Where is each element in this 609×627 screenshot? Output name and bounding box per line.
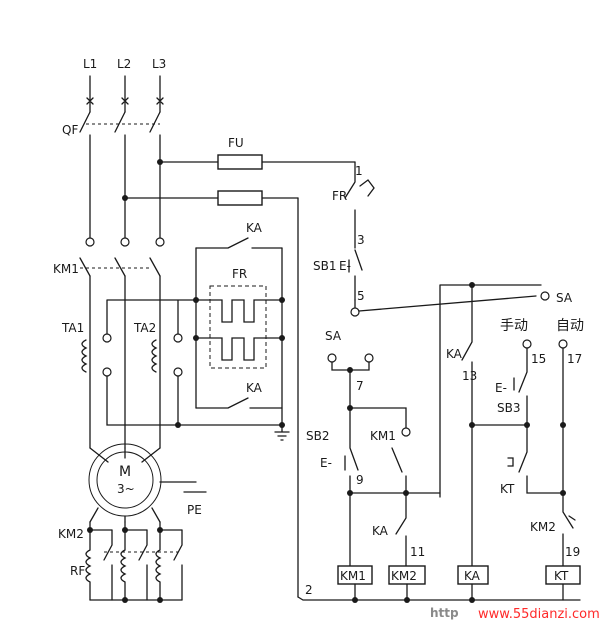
node-9: 9	[356, 473, 364, 487]
label-sb3: SB3	[497, 401, 520, 415]
label-l3: L3	[152, 57, 166, 71]
label-ka-ctrl: KA	[372, 524, 389, 538]
label-sb3-e: E-	[495, 381, 507, 395]
motor: M 3~ PE	[88, 443, 207, 523]
label-fr-ctrl: FR	[332, 189, 347, 203]
label-ta1: TA1	[61, 321, 84, 335]
label-qf: QF	[62, 123, 78, 137]
label-km1-contact: KM1	[370, 429, 396, 443]
node-7: 7	[356, 379, 364, 393]
coil-kt: KT	[554, 569, 569, 583]
coil-km2: KM2	[391, 569, 417, 583]
label-sb2-e: E-	[320, 456, 332, 470]
node-5: 5	[357, 289, 365, 303]
label-ka-top: KA	[246, 221, 263, 235]
node-17: 17	[567, 352, 582, 366]
label-fr-box: FR	[232, 267, 247, 281]
qf-breaker: QF	[62, 111, 163, 239]
node-2: 2	[305, 583, 313, 597]
label-ta2: TA2	[133, 321, 156, 335]
label-kt: KT	[500, 482, 515, 496]
coil-km1: KM1	[340, 569, 366, 583]
label-km2-ctrl: KM2	[530, 520, 556, 534]
node-1: 1	[355, 164, 363, 178]
coils-row: KM1 KM2 KA KT 2	[297, 565, 581, 603]
label-sb1-e: E-	[339, 259, 351, 273]
label-auto: 自动	[556, 318, 584, 334]
node-13: 13	[462, 369, 477, 383]
ka-to-km2: KA 11	[372, 492, 425, 567]
sb2-branch: SB2 KM1 E- 9	[306, 405, 441, 567]
km1-main-contacts: KM1	[53, 237, 165, 449]
label-fu: FU	[228, 136, 244, 150]
current-transformers: TA1 TA2	[61, 299, 283, 426]
ka-coil-branch: KA 13	[446, 284, 528, 567]
relay-bypass-section: KA FR KA	[175, 221, 290, 441]
label-sb1: SB1	[313, 259, 336, 273]
motor-3: 3~	[117, 482, 135, 496]
coil-ka: KA	[464, 569, 481, 583]
label-km1-main: KM1	[53, 262, 79, 276]
km2-rf-section: KM2 RF	[58, 521, 183, 603]
label-rf: RF	[70, 564, 85, 578]
watermark: http www.55dianzi.com	[430, 606, 600, 622]
label-sa-right: SA	[556, 291, 573, 305]
label-km2-main: KM2	[58, 527, 84, 541]
label-pe: PE	[187, 503, 202, 517]
power-inputs: L1 L2 L3	[83, 57, 166, 113]
label-ka-coil-contact: KA	[446, 347, 463, 361]
watermark-site: www.55dianzi.com	[478, 607, 600, 622]
label-l1: L1	[83, 57, 97, 71]
mode-selector: SA 7 手动 自动 15 17	[325, 318, 584, 409]
label-manual: 手动	[500, 318, 528, 334]
label-ka-bottom: KA	[246, 381, 263, 395]
label-sb2: SB2	[306, 429, 329, 443]
node-15: 15	[531, 352, 546, 366]
node-19: 19	[565, 545, 580, 559]
timer-branch: E- SB3 KT KM2 19	[495, 347, 580, 567]
node-11: 11	[410, 545, 425, 559]
control-top: 1 FR 3 SB1 E- 5 SA	[313, 161, 573, 498]
fu-fuses: FU	[124, 136, 356, 598]
watermark-prefix: http	[430, 606, 459, 620]
motor-m: M	[119, 464, 131, 480]
node-3: 3	[357, 233, 365, 247]
label-l2: L2	[117, 57, 131, 71]
label-sa-left: SA	[325, 329, 342, 343]
